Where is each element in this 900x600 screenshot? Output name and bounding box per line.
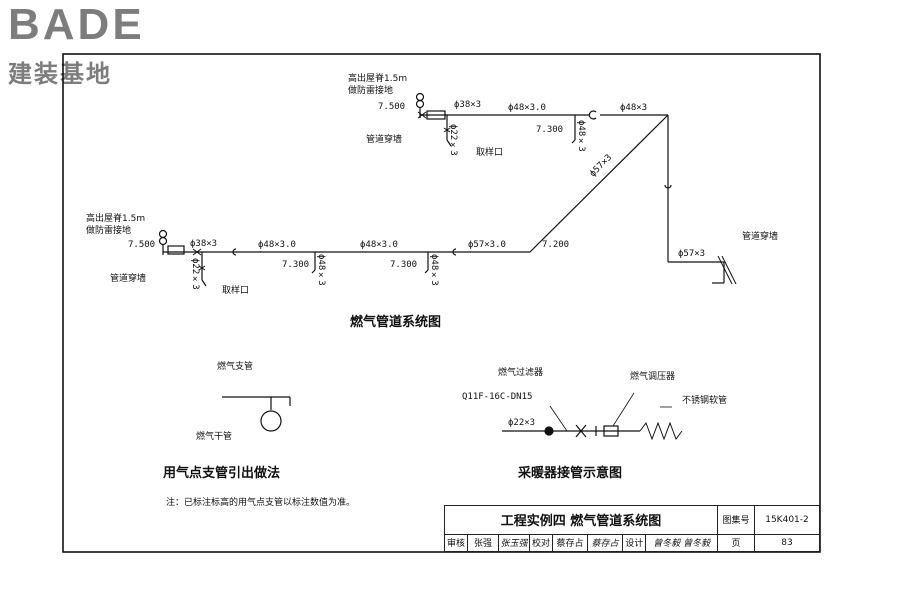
- upper-pipe-3: ϕ48×3: [620, 103, 648, 113]
- branch-detail-lines: [222, 396, 291, 432]
- page-label: 页: [717, 533, 755, 553]
- lower-pipe-4: ϕ57×3.0: [468, 240, 506, 250]
- lower-label-wall: 管道穿墙: [110, 274, 147, 284]
- upper-label-wall: 管道穿墙: [366, 135, 403, 145]
- lower-branch-lines: [158, 229, 530, 287]
- heater-label-filter: 燃气过滤器: [498, 368, 544, 378]
- upper-elev-riser: 7.500: [378, 102, 406, 112]
- drawing-border: [62, 53, 821, 553]
- atlas-label: 图集号: [717, 505, 755, 535]
- upper-elev-drop: 7.300: [536, 125, 564, 135]
- lower-roof-note-2: 做防雷接地: [86, 226, 132, 236]
- heater-label-regulator: 燃气调压器: [630, 372, 676, 382]
- right-wall-label: 管道穿墙: [742, 232, 779, 242]
- lower-elev-riser: 7.500: [128, 240, 156, 250]
- reviewer-name: 张强: [467, 533, 499, 553]
- lower-roof-note-1: 高出屋脊1.5m: [86, 214, 146, 224]
- lower-pipe-drop-1: ϕ48×3: [316, 254, 326, 286]
- heater-detail-lines: [502, 392, 683, 441]
- branch-label-main: 燃气干管: [196, 432, 233, 442]
- designer-signature: 曾冬毅 曾冬毅: [645, 533, 718, 553]
- designer-name: 曾冬毅: [653, 539, 681, 550]
- lower-elev-3: 7.200: [542, 240, 570, 250]
- upper-label-sample: 取样口: [476, 148, 504, 158]
- checker-name: 蔡存占: [552, 533, 588, 553]
- designer-sig: 曾冬毅: [683, 539, 711, 550]
- page-number: 83: [754, 533, 820, 553]
- diagonal-pipe-line: [529, 114, 669, 253]
- lower-elev-2: 7.300: [390, 260, 418, 270]
- brand-logo-text: BADE: [8, 0, 145, 49]
- heater-label-valve: Q11F-16C-DN15: [462, 392, 533, 402]
- upper-roof-note-2: 做防雷接地: [348, 86, 394, 96]
- brand-logo-subtext: 建装基地: [8, 60, 112, 88]
- design-label: 设计: [621, 533, 647, 553]
- heater-label-pipe: ϕ22×3: [508, 418, 536, 428]
- upper-roof-note-1: 高出屋脊1.5m: [348, 74, 408, 84]
- lower-pipe-1: ϕ38×3: [190, 239, 218, 249]
- upper-pipe-drop: ϕ48×3: [576, 120, 586, 152]
- branch-detail-caption: 用气点支管引出做法: [163, 466, 281, 481]
- title-block-title: 工程实例四 燃气管道系统图: [444, 505, 718, 535]
- upper-pipe-1: ϕ38×3: [454, 100, 482, 110]
- upper-branch-lines: [415, 92, 737, 285]
- atlas-number: 15K401-2: [754, 505, 820, 535]
- reviewer-signature: 张玉强: [498, 533, 530, 553]
- lower-pipe-2: ϕ48×3.0: [258, 240, 296, 250]
- title-block: 工程实例四 燃气管道系统图 图集号 15K401-2 审核 张强 张玉强 校对 …: [444, 505, 820, 553]
- right-riser-pipe-label: ϕ57×3: [678, 249, 706, 259]
- main-diagram-caption: 燃气管道系统图: [350, 315, 442, 330]
- heater-label-hose: 不锈钢软管: [682, 396, 728, 406]
- check-label: 校对: [529, 533, 553, 553]
- lower-elev-1: 7.300: [282, 260, 310, 270]
- lower-pipe-3: ϕ48×3.0: [360, 240, 398, 250]
- checker-signature: 蔡存占: [587, 533, 623, 553]
- lower-pipe-drop-2: ϕ48×3: [429, 254, 439, 286]
- lower-pipe-sample: ϕ22×3: [190, 258, 200, 290]
- upper-pipe-2: ϕ48×3.0: [508, 103, 546, 113]
- branch-label-branch: 燃气支管: [217, 362, 254, 372]
- lower-label-sample: 取样口: [222, 286, 250, 296]
- review-label: 审核: [444, 533, 468, 553]
- upper-pipe-sample: ϕ22×3: [448, 124, 458, 156]
- drawing-note: 注：已标注标高的用气点支管以标注数值为准。: [166, 498, 356, 508]
- heater-detail-caption: 采暖器接管示意图: [518, 466, 623, 481]
